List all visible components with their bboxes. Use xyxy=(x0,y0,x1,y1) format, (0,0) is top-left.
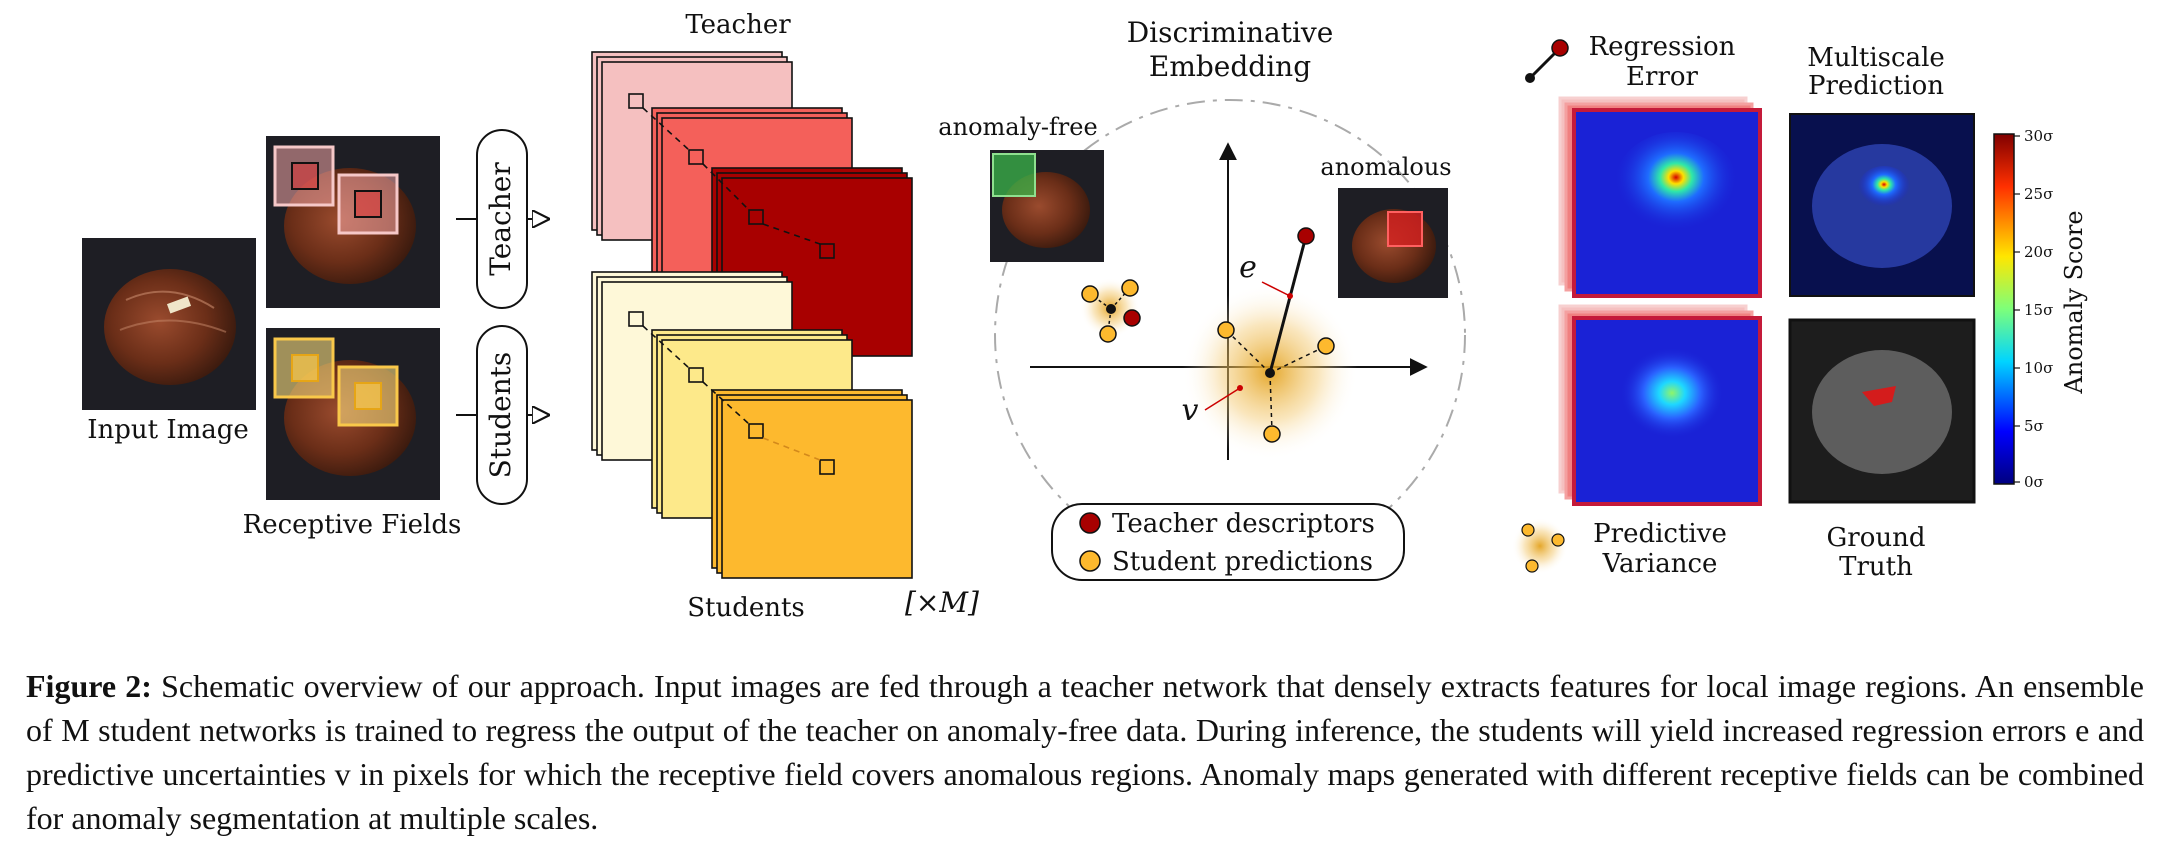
caption-text: Schematic overview of our approach. Inpu… xyxy=(26,668,2145,836)
colorbar-tick-label: 15σ xyxy=(2024,301,2053,319)
receptive-fields-label: Receptive Fields xyxy=(243,510,462,540)
ensemble-label: [×M] xyxy=(905,586,979,619)
colorbar-tick-label: 25σ xyxy=(2024,185,2053,203)
teacher-descriptor-marker xyxy=(1079,512,1101,534)
receptive-field-teacher-image xyxy=(266,136,440,308)
anomaly-colorbar: 30σ 25σ 20σ 15σ 10σ 5σ 0σ Anomaly Score xyxy=(1993,127,2088,491)
predictive-variance-maps xyxy=(1558,304,1762,506)
ground-truth-map xyxy=(1788,318,1976,504)
multiscale-line1: Multiscale xyxy=(1807,43,1945,73)
error-symbol: e xyxy=(1239,250,1257,285)
colorbar-tick-label: 5σ xyxy=(2024,417,2044,435)
colorbar-tick-label: 0σ xyxy=(2024,473,2044,491)
legend-teacher-label: Teacher descriptors xyxy=(1112,509,1375,539)
anomaly-free-cluster xyxy=(1080,278,1141,343)
legend-student-label: Student predictions xyxy=(1112,547,1373,577)
students-box-label: Students xyxy=(484,352,517,479)
anomaly-free-thumbnail xyxy=(990,150,1104,262)
student-prediction-marker xyxy=(1079,550,1101,572)
students-stack-label: Students xyxy=(687,593,805,620)
regression-error-maps xyxy=(1558,96,1762,298)
colorbar-tick-label: 30σ xyxy=(2024,127,2053,145)
anomalous-cluster xyxy=(1182,227,1358,460)
predictive-variance-line2: Variance xyxy=(1602,549,1718,579)
regression-error-icon xyxy=(1525,39,1569,83)
input-image-label: Input Image xyxy=(87,415,249,445)
variance-symbol: v xyxy=(1182,393,1199,428)
ground-truth-line1: Ground xyxy=(1827,523,1926,553)
receptive-field-student-image xyxy=(266,328,440,500)
teacher-stack-label: Teacher xyxy=(685,10,791,40)
predictive-variance-line1: Predictive xyxy=(1593,519,1727,549)
teacher-feature-stack xyxy=(591,51,913,357)
anomalous-thumbnail xyxy=(1338,188,1448,298)
students-network-box: Students xyxy=(476,325,528,505)
figure-caption: Figure 2: Schematic overview of our appr… xyxy=(26,664,2144,840)
ground-truth-line2: Truth xyxy=(1839,552,1913,582)
embedding-title-line2: Embedding xyxy=(1149,50,1311,83)
embedding-title-line1: Discriminative xyxy=(1127,16,1334,49)
multiscale-line2: Prediction xyxy=(1808,71,1944,101)
input-image xyxy=(82,238,256,410)
regression-error-line2: Error xyxy=(1626,62,1698,92)
colorbar-tick-label: 20σ xyxy=(2024,243,2053,261)
embedding-legend: Teacher descriptors Student predictions xyxy=(1051,503,1405,581)
regression-error-line1: Regression xyxy=(1589,32,1736,62)
approach-figure: Input Image Receptive Fields Teacher Stu… xyxy=(82,10,2088,620)
anomaly-free-label: anomaly-free xyxy=(938,113,1097,141)
caption-label: Figure 2: xyxy=(26,668,152,704)
colorbar-ticks xyxy=(2014,135,2020,483)
colorbar-tick-label: 10σ xyxy=(2024,359,2053,377)
predictive-variance-icon xyxy=(1512,518,1568,574)
teacher-network-box: Teacher xyxy=(476,129,528,309)
multiscale-prediction-map xyxy=(1789,113,1975,297)
anomalous-label: anomalous xyxy=(1320,153,1451,181)
colorbar-title: Anomaly Score xyxy=(2060,210,2088,394)
teacher-box-label: Teacher xyxy=(484,162,517,276)
students-feature-stack xyxy=(591,271,913,579)
